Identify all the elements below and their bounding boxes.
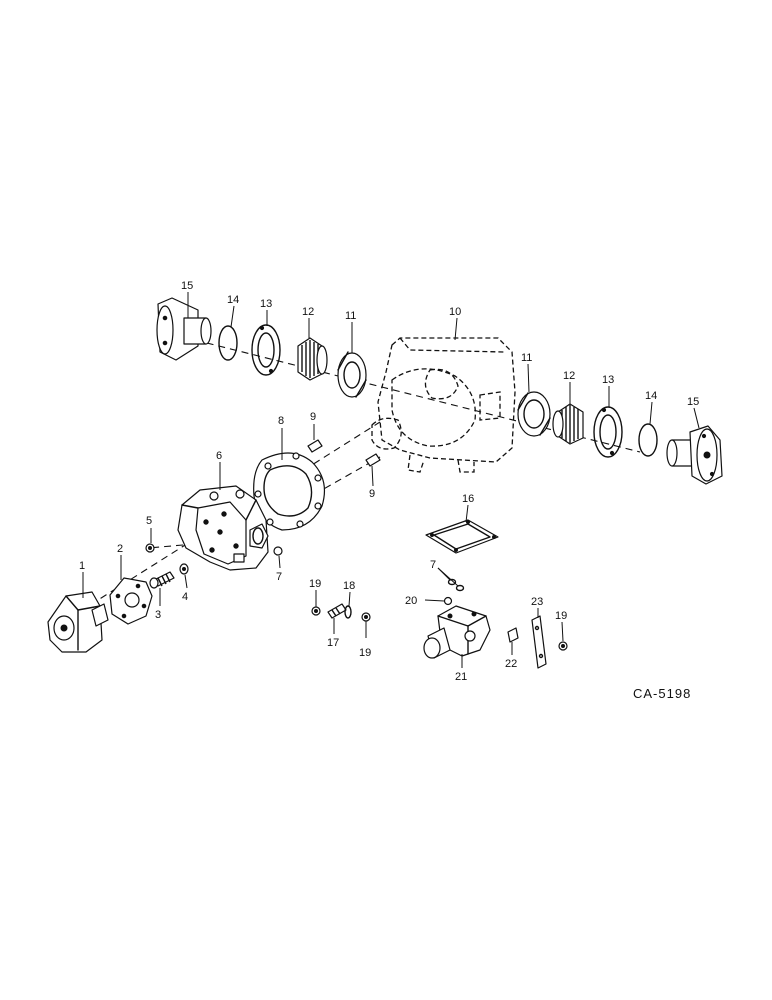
- part-11-bearing-cup-right: [517, 391, 551, 437]
- part-22-spacer: [507, 627, 519, 643]
- callout-7: 7: [276, 571, 282, 583]
- part-15-flange-left: [156, 297, 212, 361]
- part-13-shim-left: [251, 324, 281, 376]
- part-13-shim-right: [593, 406, 623, 458]
- callout-11: 11: [345, 310, 356, 322]
- part-18-washer: [344, 605, 352, 619]
- part-12-bearing-cone-right: [552, 403, 584, 445]
- callout-15-right: 15: [687, 396, 699, 408]
- callout-12: 12: [302, 306, 314, 318]
- callout-6: 6: [216, 450, 222, 462]
- leader-lines: [82, 292, 700, 668]
- part-19-nut-middle: [361, 612, 371, 622]
- callout-9-lower: 9: [369, 488, 375, 500]
- callout-labels: 1 2 3 4 5 6 7 8 9 9 10 11 12 13 14 15 11…: [79, 280, 699, 683]
- callout-17: 17: [327, 637, 339, 649]
- callout-15: 15: [181, 280, 193, 292]
- callout-8: 8: [278, 415, 284, 427]
- callout-19-right: 19: [555, 610, 567, 622]
- callout-23: 23: [531, 596, 543, 608]
- callout-19-middle: 19: [359, 647, 371, 659]
- part-14-oring-right: [638, 423, 658, 457]
- part-11-bearing-cup-left: [337, 351, 367, 398]
- part-14-oring-left: [218, 325, 238, 361]
- part-12-bearing-cone-left: [297, 337, 328, 381]
- diagram-code: CA-5198: [633, 686, 691, 701]
- callout-13-right: 13: [602, 374, 614, 386]
- callout-1: 1: [79, 560, 85, 572]
- part-6-pump-body: [177, 485, 269, 571]
- callout-20: 20: [405, 595, 417, 607]
- part-17-stud: [327, 603, 347, 619]
- part-9-dowel-upper: [307, 439, 323, 453]
- callout-13: 13: [260, 298, 272, 310]
- callout-4: 4: [182, 591, 188, 603]
- part-9-dowel-lower: [365, 453, 381, 467]
- callout-7-valve: 7: [430, 559, 436, 571]
- part-10-housing: [371, 337, 516, 473]
- callout-22: 22: [505, 658, 517, 670]
- part-4-washer: [179, 563, 189, 575]
- callout-14: 14: [227, 294, 239, 306]
- callout-11-right: 11: [521, 352, 532, 364]
- callout-16: 16: [462, 493, 474, 505]
- part-5-plug: [145, 543, 155, 553]
- part-7-orings-valve: [447, 578, 465, 592]
- callout-18: 18: [343, 580, 355, 592]
- part-21-control-valve: [423, 605, 491, 659]
- part-8-gasket: [253, 452, 325, 531]
- part-16-cover-gasket: [425, 519, 499, 554]
- part-1-hydraulic-pump: [47, 591, 109, 653]
- callout-3: 3: [155, 609, 161, 621]
- callout-14-right: 14: [645, 390, 657, 402]
- callout-5: 5: [146, 515, 152, 527]
- callout-10: 10: [449, 306, 461, 318]
- part-19-nut-right: [558, 641, 568, 651]
- callout-21: 21: [455, 671, 467, 683]
- part-20-oring: [443, 596, 453, 606]
- callout-12-right: 12: [563, 370, 575, 382]
- callout-2: 2: [117, 543, 123, 555]
- callout-9: 9: [310, 411, 316, 423]
- part-3-bolt: [149, 571, 175, 589]
- part-19-nut-left: [311, 606, 321, 616]
- part-15-flange-right: [666, 425, 723, 485]
- part-7-oring-pump: [273, 546, 283, 556]
- callout-19-left: 19: [309, 578, 321, 590]
- part-23-retainer-plate: [531, 615, 547, 669]
- part-2-adapter-plate: [109, 577, 153, 625]
